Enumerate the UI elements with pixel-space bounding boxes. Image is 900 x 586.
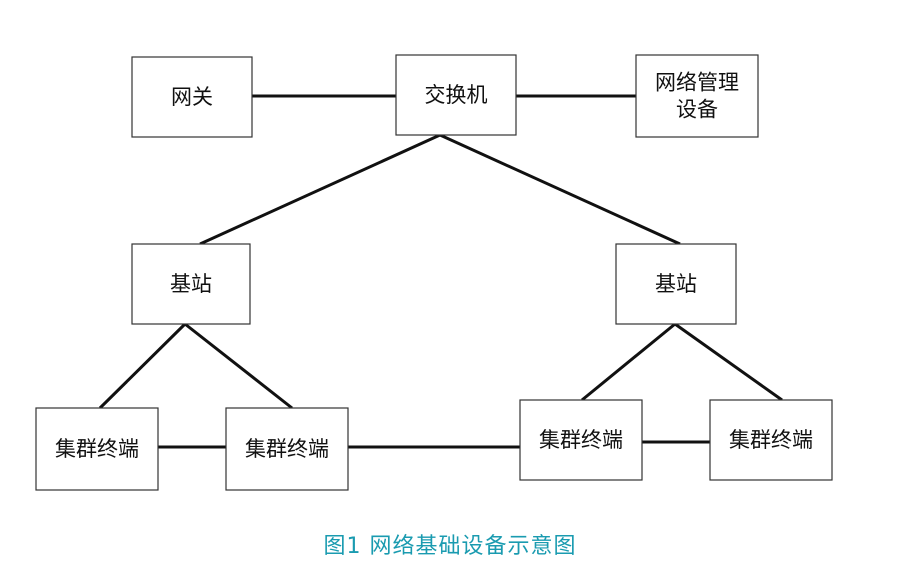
node-label: 基站 [655, 272, 697, 296]
node-box [131, 243, 251, 325]
edge-bs_right-term3 [581, 322, 676, 402]
node-term2: 集群终端 [225, 407, 349, 491]
node-term1: 集群终端 [35, 407, 159, 491]
node-label: 集群终端 [539, 428, 623, 452]
node-box [615, 243, 737, 325]
node-label: 网关 [171, 85, 213, 109]
node-box [35, 407, 159, 491]
node-label: 交换机 [425, 83, 488, 107]
node-label: 集群终端 [729, 428, 813, 452]
node-label: 集群终端 [245, 437, 329, 461]
node-gateway: 网关 [131, 56, 253, 138]
node-box [131, 56, 253, 138]
node-label: 基站 [170, 272, 212, 296]
node-box [635, 54, 759, 138]
edge-switch-bs_right [439, 133, 681, 246]
node-box [519, 399, 643, 481]
node-label: 设备 [676, 98, 718, 122]
edge-bs_left-term2 [184, 322, 293, 410]
node-switch: 交换机 [395, 54, 517, 136]
node-box [709, 399, 833, 481]
node-label: 网络管理 [655, 71, 739, 95]
node-box [225, 407, 349, 491]
node-box [395, 54, 517, 136]
figure-caption: 图1 网络基础设备示意图 [323, 534, 577, 559]
node-bs_right: 基站 [615, 243, 737, 325]
edges-layer [98, 94, 783, 449]
edge-switch-bs_left [199, 133, 441, 246]
node-term3: 集群终端 [519, 399, 643, 481]
node-term4: 集群终端 [709, 399, 833, 481]
node-bs_left: 基站 [131, 243, 251, 325]
edge-bs_right-term4 [674, 322, 783, 402]
edge-bs_left-term1 [98, 322, 187, 410]
node-label: 集群终端 [55, 437, 139, 461]
